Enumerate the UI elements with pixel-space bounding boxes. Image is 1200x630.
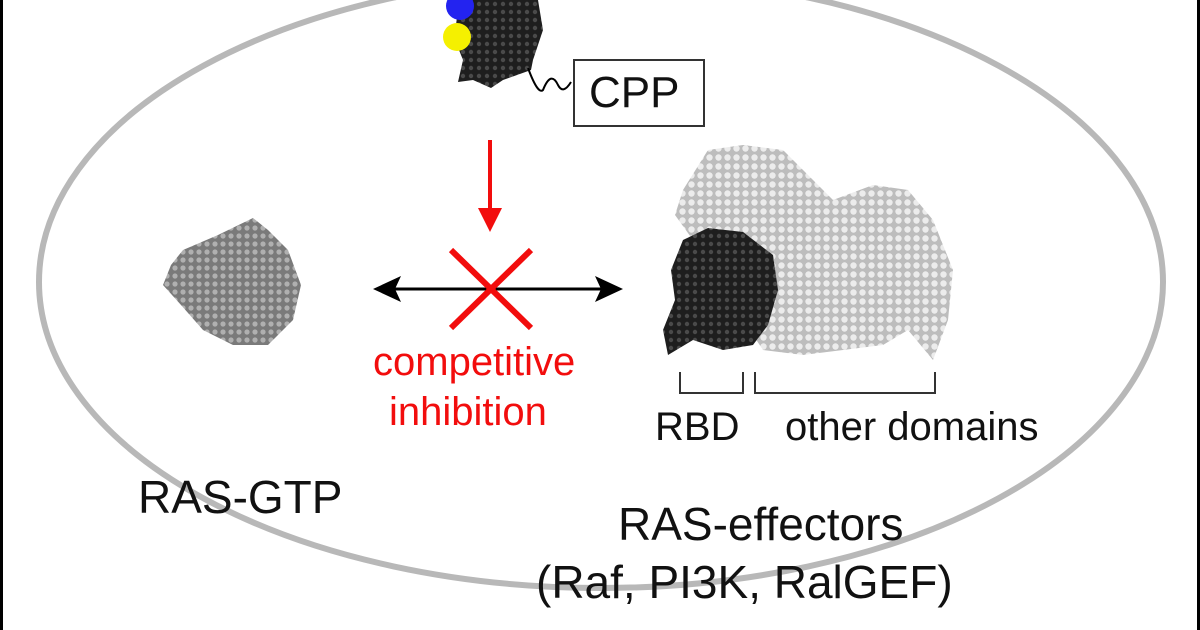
inhibition-arrow [478,140,502,232]
inhibitor-protein [443,0,705,127]
effector-examples-label: (Raf, PI3K, RalGEF) [536,556,953,608]
competitive-label: competitive [373,340,576,384]
other-domains-label: other domains [785,405,1039,449]
other-domains-bracket [754,372,936,394]
cpp-label: CPP [589,68,680,117]
cpp-box [573,59,705,127]
effector-rbd [663,228,778,355]
rbd-bracket [679,372,744,394]
binding-double-arrow [373,276,623,302]
rbd-label: RBD [655,405,740,449]
blue-label-dot [446,0,474,20]
ras-effectors-label: RAS-effectors [618,498,904,550]
cell-membrane [36,0,1166,591]
diagram-graphics [36,0,1166,591]
yellow-label-dot [443,23,471,51]
ras-gtp-label: RAS-GTP [138,471,343,523]
inhibition-label: inhibition [389,390,547,434]
blocked-cross-icon [448,247,534,331]
linker-line [527,67,572,92]
ras-gtp-protein [163,218,301,345]
